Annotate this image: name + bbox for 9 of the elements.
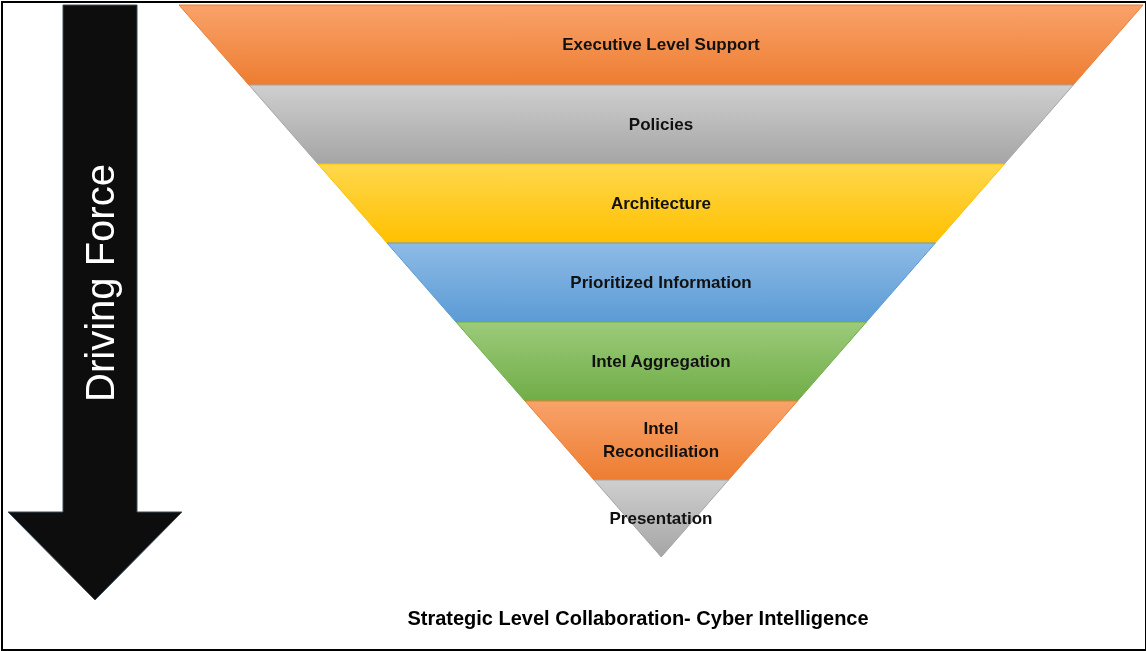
tier-label: Intel Reconciliation — [601, 417, 721, 464]
arrow-label: Driving Force — [77, 164, 123, 402]
tier-label: Architecture — [609, 192, 713, 215]
tier-label: Intel Aggregation — [590, 350, 732, 373]
tier-label: Policies — [627, 113, 695, 136]
tier-label: Prioritized Information — [569, 271, 753, 294]
tier-label: Executive Level Support — [561, 34, 761, 57]
caption: Strategic Level Collaboration- Cyber Intelligence — [407, 607, 869, 630]
tier-label: Presentation — [608, 508, 714, 531]
